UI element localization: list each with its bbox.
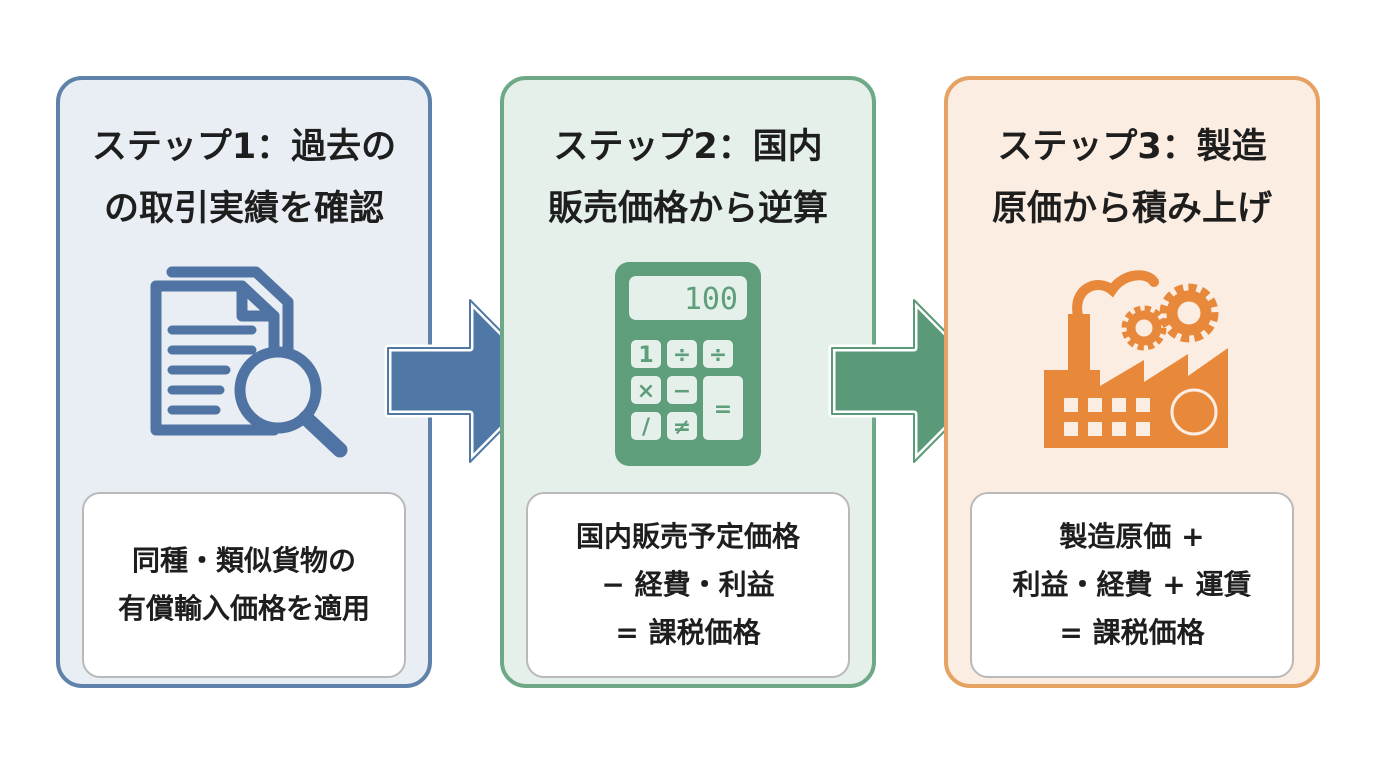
calc-key-divide: ÷ xyxy=(673,343,691,368)
step-2-card: ステップ2：国内 販売価格から逆算 100 1 xyxy=(500,76,876,688)
step-1-body-line-2: 有償輸入価格を適用 xyxy=(117,592,370,625)
step-2-body-line-2: − 経費・利益 xyxy=(601,568,775,601)
step-2-description: 国内販売予定価格 − 経費・利益 = 課税価格 xyxy=(526,492,850,678)
step-3-title-line-2: 原価から積み上げ xyxy=(991,189,1272,229)
step-2-body-line-3: = 課税価格 xyxy=(615,616,761,649)
calc-key-minus: − xyxy=(673,379,691,404)
document-magnifier-icon xyxy=(60,258,428,470)
step-1-title-line-2: の取引実績を確認 xyxy=(103,189,384,229)
calc-key-not-equal: ≠ xyxy=(673,415,691,440)
step-3-body-line-3: = 課税価格 xyxy=(1059,616,1205,649)
step-2-body-line-1: 国内販売予定価格 xyxy=(575,520,800,553)
factory-gear-icon xyxy=(948,258,1316,470)
step-1-description: 同種・類似貨物の 有償輸入価格を適用 xyxy=(82,492,406,678)
step-2-title-line-1: ステップ2：国内 xyxy=(553,127,823,167)
calculator-icon: 100 1 ÷ ÷ × − / xyxy=(504,258,872,470)
step-1-title: ステップ1：過去の の取引実績を確認 xyxy=(60,116,428,240)
calc-key-multiply: × xyxy=(637,379,655,404)
step-3-title-line-1: ステップ3：製造 xyxy=(997,127,1267,167)
calc-key-equals: = xyxy=(714,397,732,422)
calc-key-divide-2: ÷ xyxy=(709,343,727,368)
step-3-title: ステップ3：製造 原価から積み上げ xyxy=(948,116,1316,240)
step-3-body-line-2: 利益・経費 + 運賃 xyxy=(1012,568,1252,601)
step-3-card: ステップ3：製造 原価から積み上げ xyxy=(944,76,1320,688)
step-2-title: ステップ2：国内 販売価格から逆算 xyxy=(504,116,872,240)
step-3-description: 製造原価 + 利益・経費 + 運賃 = 課税価格 xyxy=(970,492,1294,678)
step-1-title-line-1: ステップ1：過去の xyxy=(91,127,397,167)
step-1-card: ステップ1：過去の の取引実績を確認 xyxy=(56,76,432,688)
calc-key-1: 1 xyxy=(638,343,653,368)
calculator-display: 100 xyxy=(684,282,738,317)
step-2-title-line-2: 販売価格から逆算 xyxy=(547,189,828,229)
calc-key-slash: / xyxy=(642,415,651,440)
step-1-body-line-1: 同種・類似貨物の xyxy=(131,544,356,577)
step-3-body-line-1: 製造原価 + xyxy=(1059,520,1205,553)
